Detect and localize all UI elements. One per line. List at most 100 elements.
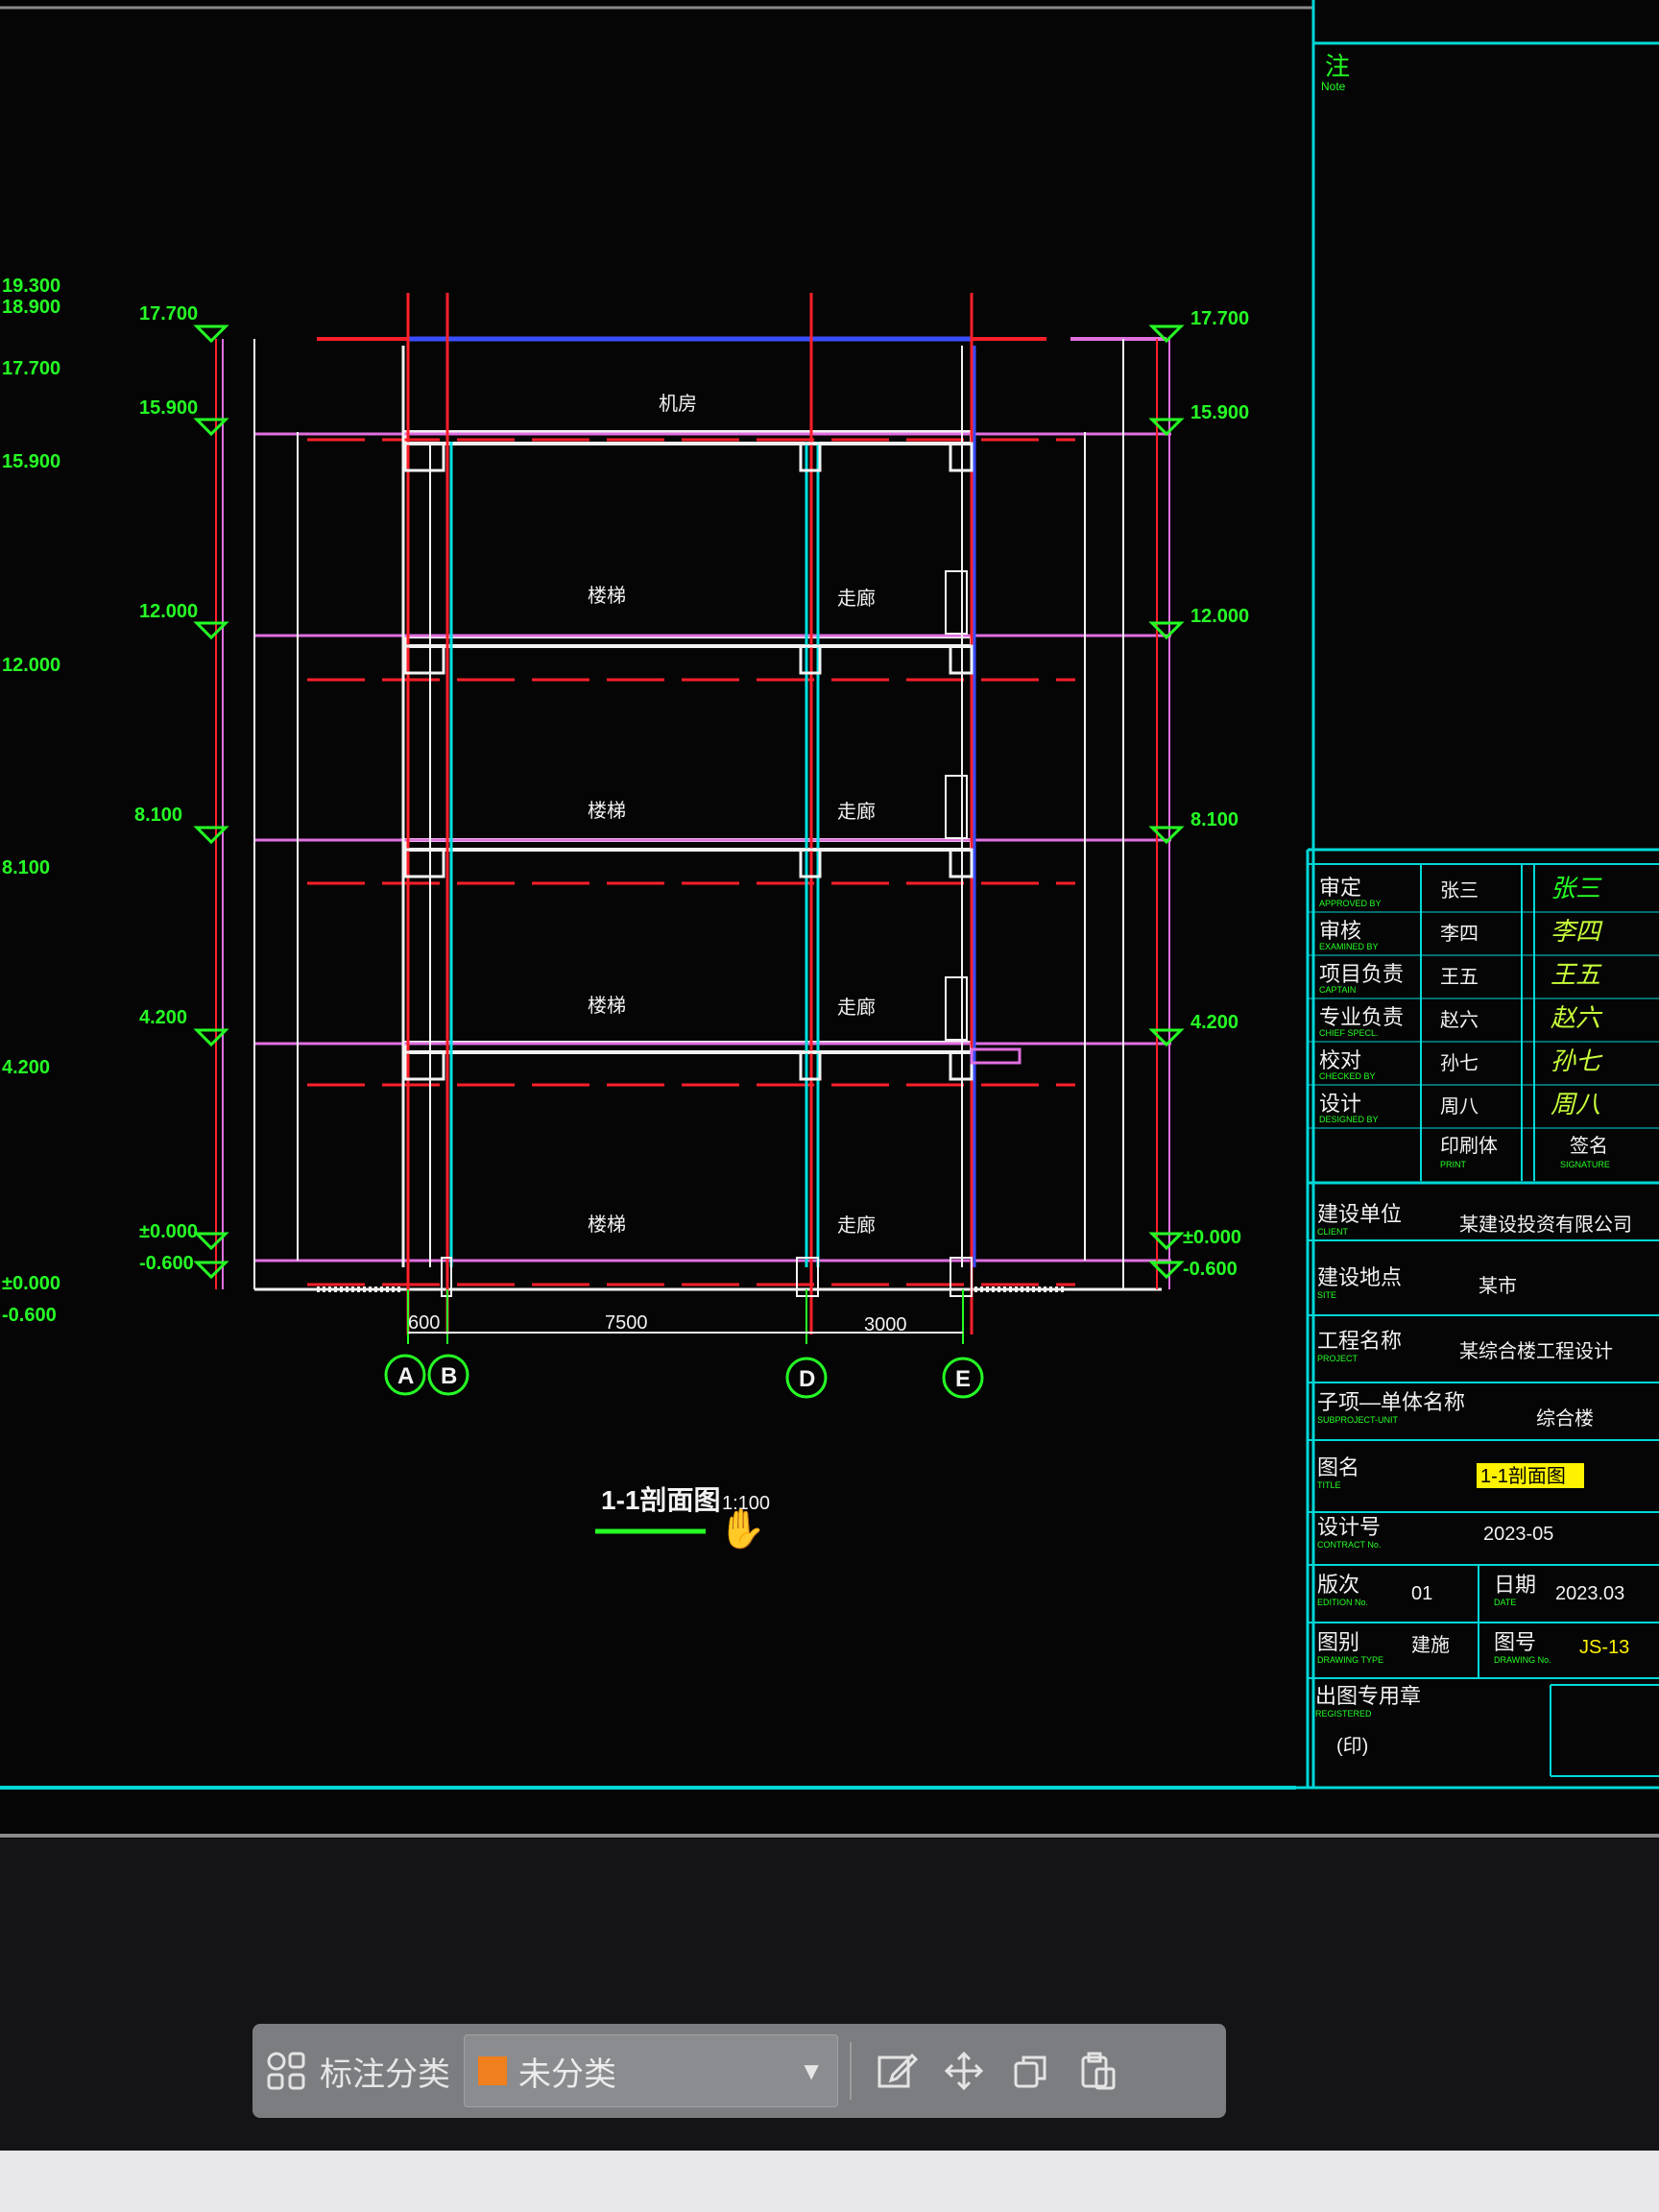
field-value: 2023-05 <box>1483 1524 1553 1545</box>
version-value: 01 <box>1411 1583 1432 1604</box>
title-block-roles: 审定 APPROVED BY 张三 张三 审核 EXAMINED BY 李四 李… <box>1319 874 1610 1169</box>
bottom-dimensions: 600 7500 3000 <box>408 1312 907 1335</box>
toolbar-divider <box>850 2042 852 2100</box>
field-label: 图名 <box>1317 1455 1359 1479</box>
category-label: 图别 <box>1317 1630 1359 1654</box>
role-signature: 赵六 <box>1551 1003 1603 1032</box>
annotation-toolbar: 标注分类 未分类 ▼ <box>252 2024 1226 2118</box>
role-signature: 李四 <box>1551 917 1603 946</box>
title-block <box>1306 848 1659 1788</box>
move-icon[interactable] <box>930 2024 998 2118</box>
number-en: DRAWING No. <box>1494 1655 1551 1665</box>
date-label: 日期 <box>1494 1573 1536 1597</box>
category-dropdown[interactable]: 未分类 ▼ <box>464 2034 838 2107</box>
paste-icon[interactable] <box>1065 2024 1132 2118</box>
role-cn: 设计 <box>1319 1092 1361 1116</box>
grid-icon[interactable] <box>252 2024 320 2118</box>
category-value: 建施 <box>1411 1634 1450 1656</box>
role-cn: 校对 <box>1319 1048 1361 1072</box>
title-highlight <box>1477 1463 1584 1488</box>
level-label: 4.200 <box>139 1007 187 1028</box>
role-signature: 张三 <box>1551 874 1602 902</box>
room-labels: 楼梯 楼梯 楼梯 楼梯 机房 走廊 走廊 走廊 走廊 <box>588 393 876 1237</box>
print-name-header: 印刷体 <box>1440 1135 1498 1157</box>
date-en: DATE <box>1494 1598 1516 1607</box>
right-level-labels: 17.700 15.900 12.000 8.100 4.200 ±0.000 … <box>1183 308 1249 1280</box>
version-label: 版次 <box>1317 1573 1359 1597</box>
level-label: -0.600 <box>2 1305 57 1326</box>
role-signature: 周八 <box>1551 1090 1600 1118</box>
field-value: 综合楼 <box>1536 1407 1594 1430</box>
number-label: 图号 <box>1494 1630 1536 1654</box>
room-label: 楼梯 <box>588 1214 626 1236</box>
stamp-en: REGISTERED <box>1315 1709 1372 1719</box>
level-label: 15.900 <box>1190 402 1249 423</box>
field-label: 工程名称 <box>1317 1329 1402 1353</box>
date-value: 2023.03 <box>1555 1583 1624 1604</box>
note-label: 注 <box>1325 52 1350 81</box>
axis-bubble-e <box>942 1357 984 1399</box>
role-name: 孙七 <box>1440 1052 1479 1074</box>
field-value: 某市 <box>1479 1275 1517 1297</box>
room-label: 楼梯 <box>588 585 626 607</box>
axis-bubble-label: B <box>441 1363 457 1389</box>
room-label: 机房 <box>659 393 697 415</box>
stamp-label: 出图专用章 <box>1315 1684 1421 1708</box>
room-label: 楼梯 <box>588 800 626 822</box>
copy-icon[interactable] <box>998 2024 1065 2118</box>
level-label: ±0.000 <box>139 1221 198 1242</box>
role-signature: 王五 <box>1551 960 1602 989</box>
axis-bubble-label: A <box>397 1363 414 1389</box>
role-name: 王五 <box>1440 967 1479 988</box>
field-en: CONTRACT No. <box>1317 1540 1381 1550</box>
role-cn: 审核 <box>1319 919 1361 943</box>
stamp-value: (印) <box>1336 1735 1368 1757</box>
edge-level-labels: 19.300 18.900 17.700 15.900 12.000 8.100… <box>2 276 60 1326</box>
role-name: 赵六 <box>1440 1009 1479 1031</box>
level-label: 19.300 <box>2 276 60 297</box>
section-drawing <box>193 293 1185 1344</box>
level-label: 15.900 <box>2 451 60 472</box>
level-label: 17.700 <box>2 358 60 379</box>
field-label: 建设单位 <box>1317 1202 1402 1226</box>
cad-drawing[interactable]: 注 Note <box>0 0 1659 1839</box>
corridor-label: 走廊 <box>837 997 876 1019</box>
annotation-category-label: 标注分类 <box>320 2056 450 2093</box>
level-label: 4.200 <box>1190 1012 1238 1033</box>
axis-bubbles: A B D E <box>384 1354 984 1399</box>
field-value: 某综合楼工程设计 <box>1459 1340 1613 1362</box>
level-label: 18.900 <box>2 297 60 318</box>
corridor-label: 走廊 <box>837 801 876 823</box>
role-en: CHECKED BY <box>1319 1071 1376 1081</box>
hand-cursor-icon: ✋ <box>718 1506 766 1551</box>
field-label: 子项—单体名称 <box>1317 1390 1465 1414</box>
category-color-swatch <box>478 2056 507 2085</box>
field-value: 某建设投资有限公司 <box>1459 1214 1632 1236</box>
field-en: SUBPROJECT-UNIT <box>1317 1415 1399 1425</box>
slab-4f <box>403 635 974 648</box>
corridor-label: 走廊 <box>837 1214 876 1237</box>
level-label: -0.600 <box>139 1253 194 1274</box>
role-name: 李四 <box>1440 923 1479 945</box>
section-title: 1-1剖面图 <box>601 1484 720 1515</box>
room-label: 楼梯 <box>588 995 626 1017</box>
print-name-en: PRINT <box>1440 1160 1467 1169</box>
axis-bubble-b <box>427 1354 469 1396</box>
dim-label: 600 <box>408 1312 440 1334</box>
field-label: 建设地点 <box>1317 1265 1402 1289</box>
field-en: TITLE <box>1317 1480 1341 1490</box>
level-label: 8.100 <box>134 805 182 826</box>
axis-bubble-label: E <box>955 1366 971 1392</box>
level-label: 17.700 <box>1190 308 1249 329</box>
edit-icon[interactable] <box>863 2024 930 2118</box>
field-en: PROJECT <box>1317 1354 1358 1363</box>
level-label: -0.600 <box>1183 1259 1238 1280</box>
level-label: ±0.000 <box>2 1273 60 1294</box>
role-cn: 审定 <box>1319 876 1361 900</box>
version-en: EDITION No. <box>1317 1598 1368 1607</box>
role-cn: 项目负责 <box>1319 962 1404 986</box>
cad-viewport[interactable]: 注 Note <box>0 0 1659 1839</box>
level-label: 15.900 <box>139 397 198 419</box>
axis-bubble-d <box>785 1357 828 1399</box>
role-name: 张三 <box>1440 879 1479 902</box>
